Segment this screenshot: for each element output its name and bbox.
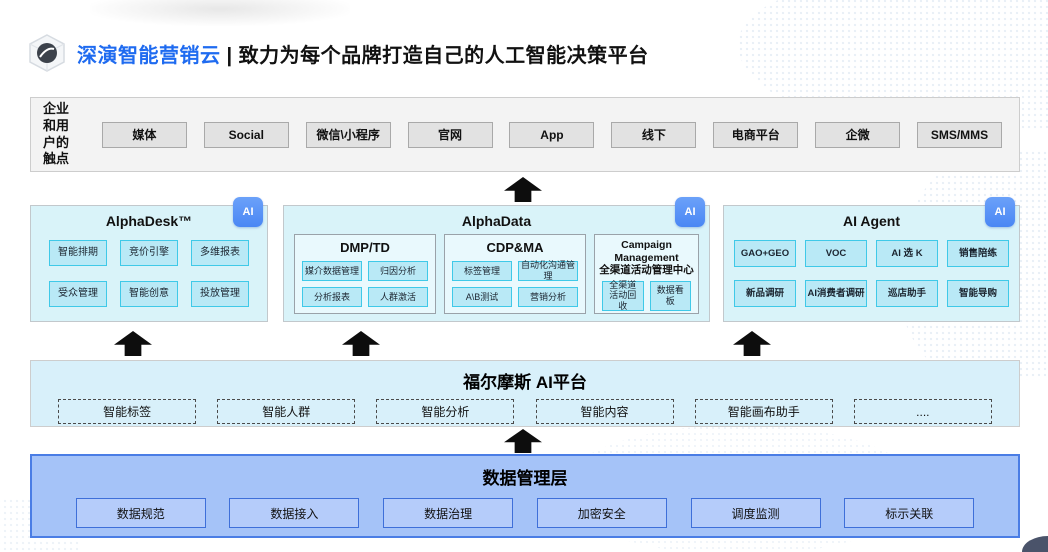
ai-platform-band: 福尔摩斯 AI平台 智能标签智能人群智能分析智能内容智能画布助手.... [30,360,1020,427]
capability-box: 智能排期 [49,240,107,266]
campaign-title-en: Campaign Management [614,239,679,264]
title-separator: | [226,44,233,67]
data-capability-box: 调度监测 [690,498,821,528]
up-arrow-icon [733,331,771,356]
up-arrow-icon [342,331,380,356]
platform-capability-box: 智能画布助手 [694,399,833,424]
panel-ai-agent: AI AI Agent GAO+GEO VOC AI 选 K 销售陪练新品调研 AI消费… [723,197,1020,322]
touchpoint-box: App [509,121,595,148]
data-layer-band: 数据管理层 数据规范数据接入数据治理加密安全调度监测标示关联 [30,454,1020,538]
touchpoint-box: 企微 [815,121,901,148]
touchpoints-list: 媒体 Social 微信\小程序官网 App 线下电商平台企微 SMS/MMS [85,121,1019,148]
platform-capability-box: 智能标签 [58,399,197,424]
capability-box: 全渠道活动回收 [602,280,644,311]
alphadata-sections: DMP/TD 媒介数据管理归因分析分析报表人群激活 CDP&MA 标签管理自动化… [284,234,709,314]
capability-box: 受众管理 [49,281,107,307]
platform-capability-box: 智能分析 [376,399,515,424]
capability-box: 巡店助手 [876,280,938,307]
capability-box: 新品调研 [734,280,796,307]
corner-decoration [1022,536,1048,552]
brand-logo-icon [29,34,65,72]
data-capability-box: 加密安全 [536,498,667,528]
up-arrow-icon [504,177,542,202]
page-title: 深演智能营销云|致力为每个品牌打造自己的人工智能决策平台 [77,39,649,68]
touchpoint-box: 微信\小程序 [305,121,391,148]
touchpoint-box: 线下 [611,121,697,148]
touchpoint-box: SMS/MMS [917,121,1003,148]
panel-alphadata-title: AlphaData [461,213,532,229]
capability-box: 归因分析 [368,261,428,281]
ai-platform-capabilities: 智能标签智能人群智能分析智能内容智能画布助手.... [31,399,1019,424]
platform-capability-box: .... [853,399,992,424]
capability-box: 多维报表 [191,240,249,266]
ai-badge: AI [233,197,263,227]
cdp-ma-capabilities: 标签管理自动化沟通管理 A\B测试营销分析 [445,260,585,307]
panel-alphadesk-title: AlphaDesk™ [105,213,193,229]
data-capability-box: 数据接入 [229,498,360,528]
ai-badge: AI [675,197,705,227]
dmp-td-capabilities: 媒介数据管理归因分析分析报表人群激活 [295,261,435,307]
campaign-capabilities: 全渠道活动回收数据看板 [595,280,698,311]
capability-box: 分析报表 [302,287,362,307]
capability-box: 投放管理 [191,281,249,307]
capability-box: AI消费者调研 [805,280,867,307]
campaign-title-cn: 全渠道活动管理中心 [599,264,694,277]
capability-box: 标签管理 [452,261,512,281]
capability-box: 营销分析 [518,287,578,307]
panel-ai-agent-title: AI Agent [842,213,901,229]
ai-badge: AI [985,197,1015,227]
capability-box: 智能创意 [120,281,178,307]
alphadesk-capabilities: 智能排期竞价引擎多维报表受众管理智能创意投放管理 [31,240,267,307]
header: 深演智能营销云|致力为每个品牌打造自己的人工智能决策平台 [26,32,649,74]
touchpoints-label: 企业和用户的触点 [43,100,70,167]
data-capability-box: 标示关联 [844,498,975,528]
subpanel-campaign: Campaign Management 全渠道活动管理中心 全渠道活动回收数据看… [594,234,699,314]
brand-name: 深演智能营销云 [77,44,221,67]
up-arrow-icon [114,331,152,356]
capability-box: GAO+GEO [734,240,796,267]
capability-box: 竞价引擎 [120,240,178,266]
data-layer-title: 数据管理层 [482,469,568,488]
capability-box: 人群激活 [368,287,428,307]
capability-box: AI 选 K [876,240,938,267]
capability-box: 销售陪练 [947,240,1009,267]
subpanel-cdp-ma: CDP&MA 标签管理自动化沟通管理 A\B测试营销分析 [444,234,586,314]
capability-box: 自动化沟通管理 [518,260,578,281]
data-capability-box: 数据规范 [75,498,206,528]
tagline: 致力为每个品牌打造自己的人工智能决策平台 [238,44,649,67]
capability-box: 数据看板 [649,280,691,311]
up-arrow-icon [504,429,542,453]
subpanel-campaign-title: Campaign Management 全渠道活动管理中心 [595,239,698,277]
data-layer-capabilities: 数据规范数据接入数据治理加密安全调度监测标示关联 [32,498,1018,528]
panel-alphadata: AI AlphaData DMP/TD 媒介数据管理归因分析分析报表人群激活 C… [283,197,710,322]
platform-capability-box: 智能内容 [535,399,674,424]
ai-platform-title: 福尔摩斯 AI平台 [463,373,587,392]
ai-agent-capabilities: GAO+GEO VOC AI 选 K 销售陪练新品调研 AI消费者调研巡店助手智能导购 [724,240,1019,307]
subpanel-cdp-ma-title: CDP&MA [486,240,544,255]
capability-box: 媒介数据管理 [302,261,362,281]
touchpoint-box: 官网 [407,121,493,148]
top-gray-blob [90,0,350,26]
capability-box: A\B测试 [452,287,512,307]
capability-box: 智能导购 [947,280,1009,307]
subpanel-dmp-td-title: DMP/TD [340,240,390,255]
data-capability-box: 数据治理 [383,498,514,528]
panel-alphadesk: AI AlphaDesk™ 智能排期竞价引擎多维报表受众管理智能创意投放管理 [30,197,268,322]
touchpoint-box: 媒体 [101,121,187,148]
platform-capability-box: 智能人群 [217,399,356,424]
touchpoint-box: 电商平台 [713,121,799,148]
touchpoints-band: 企业和用户的触点 媒体 Social 微信\小程序官网 App 线下电商平台企微 SMS/… [30,97,1020,172]
capability-box: VOC [805,240,867,267]
subpanel-dmp-td: DMP/TD 媒介数据管理归因分析分析报表人群激活 [294,234,436,314]
touchpoint-box: Social [203,121,289,148]
